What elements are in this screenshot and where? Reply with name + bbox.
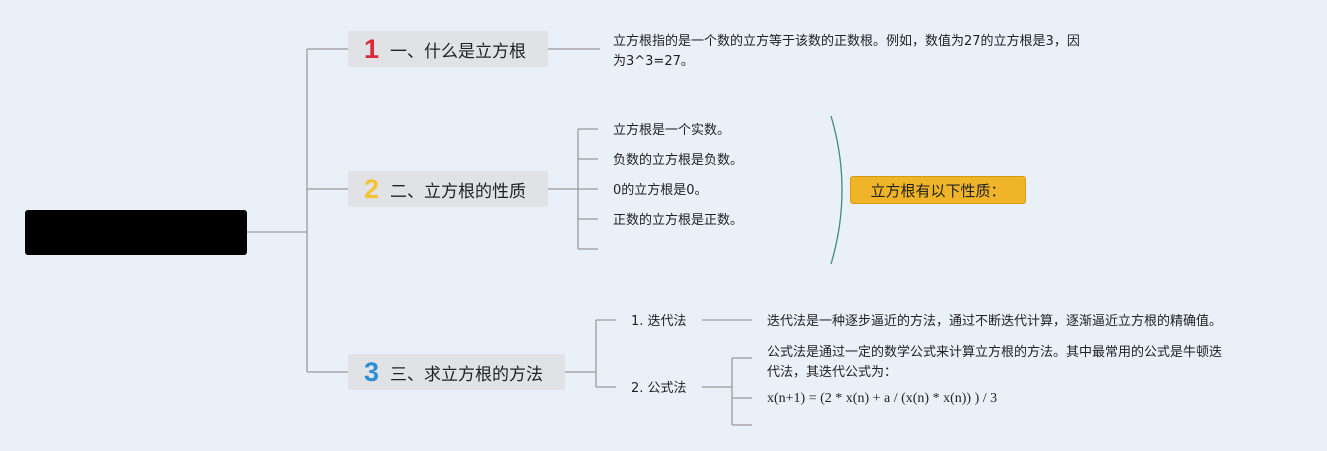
topic-properties[interactable]: 2 二、立方根的性质 <box>348 171 548 207</box>
topic-number-2: 2 <box>364 173 380 204</box>
property-item-2[interactable]: 负数的立方根是负数。 <box>613 153 744 168</box>
topic-number-1: 1 <box>364 33 380 64</box>
iteration-description[interactable]: 迭代法是一种逐步逼近的方法，通过不断迭代计算，逐渐逼近立方根的精确值。 <box>767 314 1223 329</box>
property-item-4[interactable]: 正数的立方根是正数。 <box>613 213 744 228</box>
property-item-3[interactable]: 0的立方根是0。 <box>613 183 708 198</box>
definition-text[interactable]: 立方根指的是一个数的立方等于该数的正数根。例如，数值为27的立方根是3，因 为3… <box>613 32 1080 72</box>
topic-label-2: 二、立方根的性质 <box>390 181 526 202</box>
method-formula[interactable]: 2. 公式法 <box>631 381 687 396</box>
method-iteration[interactable]: 1. 迭代法 <box>631 314 687 329</box>
topic-what-is-cube-root[interactable]: 1 一、什么是立方根 <box>348 31 548 67</box>
formula-equation[interactable]: x(n+1) = (2 * x(n) + a / (x(n) * x(n)) )… <box>767 391 998 406</box>
property-item-1[interactable]: 立方根是一个实数。 <box>613 123 731 138</box>
formula-description[interactable]: 公式法是通过一定的数学公式来计算立方根的方法。其中最常用的公式是牛顿迭 代法，其… <box>767 343 1222 383</box>
topic-number-3: 3 <box>364 356 380 387</box>
definition-line-1: 立方根指的是一个数的立方等于该数的正数根。例如，数值为27的立方根是3，因 <box>613 34 1080 49</box>
properties-summary-label: 立方根有以下性质： <box>870 181 1006 200</box>
topic-methods[interactable]: 3 三、求立方根的方法 <box>348 354 565 390</box>
definition-line-2: 为3^3=27。 <box>613 54 694 69</box>
topic-label-3: 三、求立方根的方法 <box>390 364 543 385</box>
root-node[interactable] <box>25 210 247 255</box>
properties-summary[interactable]: 立方根有以下性质： <box>850 176 1026 204</box>
topic-label-1: 一、什么是立方根 <box>390 41 526 62</box>
formula-description-line-1: 公式法是通过一定的数学公式来计算立方根的方法。其中最常用的公式是牛顿迭 <box>767 345 1223 360</box>
formula-description-line-2: 代法，其迭代公式为： <box>767 365 898 380</box>
